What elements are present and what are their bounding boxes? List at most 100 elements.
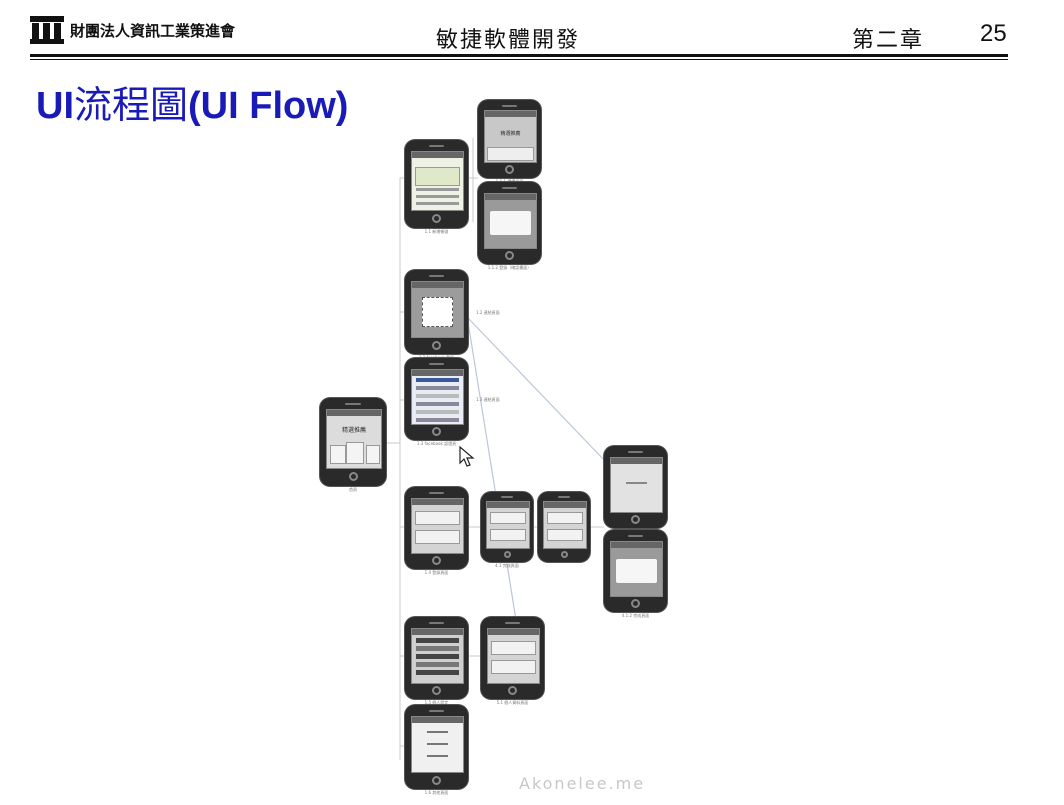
- link-label: 1.3 連結頁面: [476, 396, 500, 402]
- form-row: [416, 201, 459, 205]
- phone-screen-s1411: 4.1.1 結果頁面: [604, 446, 667, 538]
- link-label: 1.2 連結頁面: [476, 309, 500, 315]
- header-rule-thin: [30, 59, 1008, 60]
- home-button-icon: [432, 686, 441, 695]
- speaker: [428, 621, 445, 624]
- connector-line: [467, 317, 607, 463]
- status-bar: [327, 410, 381, 416]
- slide-header: 財團法人資訊工業策進會 敏捷軟體開發 第二章 25: [0, 0, 1064, 60]
- home-button-icon: [348, 472, 358, 481]
- tile: [345, 441, 365, 465]
- menu-row: [416, 638, 459, 643]
- phone-frame: [478, 182, 541, 264]
- slide-title-suffix: (UI Flow): [188, 85, 349, 127]
- list-row: [416, 418, 459, 422]
- phone-frame: [538, 492, 590, 562]
- phone-screen-s112: 1.1.2 登錄（確認畫面）: [478, 182, 541, 274]
- field-group: [490, 512, 526, 525]
- menu-row: [416, 662, 459, 667]
- list-row: [416, 394, 459, 398]
- speaker: [428, 275, 445, 278]
- status-bar: [487, 502, 529, 508]
- phone-screen-s16: 1.6 其他頁面: [405, 705, 468, 799]
- screen-caption: 1.6 其他頁面: [424, 790, 449, 795]
- screen-caption: 1.1 新增帳號: [424, 229, 449, 234]
- screen-caption: 4.1.2 完成頁面: [621, 613, 650, 618]
- status-bar: [412, 282, 463, 288]
- header-rule-thick: [30, 54, 1008, 57]
- phone-display: [411, 281, 464, 338]
- phone-display: 精選推薦: [326, 409, 382, 469]
- home-button-icon: [432, 775, 441, 785]
- status-bar: [412, 370, 463, 376]
- phone-display: [411, 369, 464, 425]
- phone-frame: [481, 492, 533, 562]
- speaker: [627, 534, 644, 537]
- phone-screen-s15: 1.5 個人設定: [405, 617, 468, 709]
- page-number: 25: [980, 20, 1007, 47]
- speaker: [501, 104, 518, 107]
- fb-header: [416, 378, 459, 382]
- screen-caption: 1.4 登錄頁面: [424, 570, 449, 575]
- phone-frame: [405, 358, 468, 440]
- status-bar: [488, 629, 539, 635]
- screen-caption: 5.1 個人資料頁面: [496, 700, 529, 705]
- status-bar: [611, 458, 662, 464]
- phone-frame: [481, 617, 544, 699]
- building-logo-icon: [30, 16, 64, 44]
- speaker: [428, 491, 445, 494]
- phone-display: 精選推薦: [484, 110, 537, 163]
- home-button-icon: [631, 515, 640, 524]
- watermark: Akonelee.me: [519, 774, 646, 793]
- mouse-pointer-icon: [459, 446, 475, 467]
- phone-display: [411, 151, 464, 211]
- chapter-label: 第二章: [852, 28, 925, 53]
- phone-frame: 精選推薦: [478, 100, 541, 178]
- field-group: [491, 660, 536, 675]
- home-button-icon: [432, 427, 441, 436]
- phone-screen-s151: 5.1 個人資料頁面: [481, 617, 544, 709]
- phone-screen-s12: 1.2 facebook 登錄: [405, 270, 468, 364]
- slide-title-prefix: UI: [36, 85, 74, 127]
- home-button-icon: [560, 551, 568, 558]
- status-bar: [412, 629, 463, 635]
- phone-frame: [405, 270, 468, 354]
- screen-heading: 精選推薦: [500, 131, 521, 138]
- phone-screen-s11: 1.1 新增帳號: [405, 140, 468, 238]
- home-button-icon: [505, 251, 514, 260]
- status-bar: [412, 152, 463, 158]
- text-line: [427, 754, 448, 757]
- phone-frame: [405, 140, 468, 228]
- field-group: [547, 528, 583, 541]
- home-button-icon: [503, 551, 511, 558]
- field-group: [490, 528, 526, 541]
- phone-display: [610, 457, 663, 513]
- org-name: 財團法人資訊工業策進會: [70, 21, 236, 40]
- phone-display: [543, 501, 587, 549]
- slide-title: UI流程圖(UI Flow): [36, 74, 348, 129]
- home-button-icon: [432, 340, 441, 350]
- phone-display: [411, 628, 464, 684]
- screen-heading: 精選推薦: [341, 426, 366, 434]
- field-group: [491, 640, 536, 655]
- home-button-icon: [432, 556, 441, 565]
- tile: [365, 444, 380, 465]
- home-button-icon: [508, 686, 517, 695]
- screen-caption: 1.5 個人設定: [424, 700, 449, 705]
- phone-frame: [405, 487, 468, 569]
- list-row: [416, 410, 459, 414]
- phone-screen-s14: 1.4 登錄頁面: [405, 487, 468, 579]
- tile: [330, 444, 346, 465]
- menu-row: [416, 670, 459, 675]
- list-row: [416, 402, 459, 406]
- status-bar: [412, 499, 463, 505]
- course-title: 敏捷軟體開發: [436, 28, 581, 53]
- screen-caption: 4.1 完成頁面: [495, 563, 519, 568]
- dialog-box: [489, 210, 532, 237]
- phone-frame: [405, 617, 468, 699]
- home-button-icon: [631, 599, 640, 608]
- status-bar: [611, 542, 662, 548]
- map-area: [415, 166, 460, 186]
- status-bar: [485, 194, 536, 200]
